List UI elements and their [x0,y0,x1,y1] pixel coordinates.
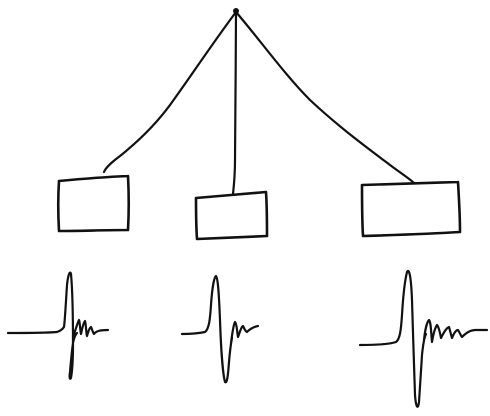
center-box-icon [194,190,269,241]
center-spike-waveform-icon [180,274,260,384]
right-connector-line [234,10,416,185]
center-connector-line [231,10,238,196]
right-spike-waveform-icon [358,269,489,408]
left-connector-line [102,10,238,174]
right-box-icon [360,180,462,238]
left-spike-waveform-icon [6,271,110,380]
left-box-icon [56,174,131,233]
